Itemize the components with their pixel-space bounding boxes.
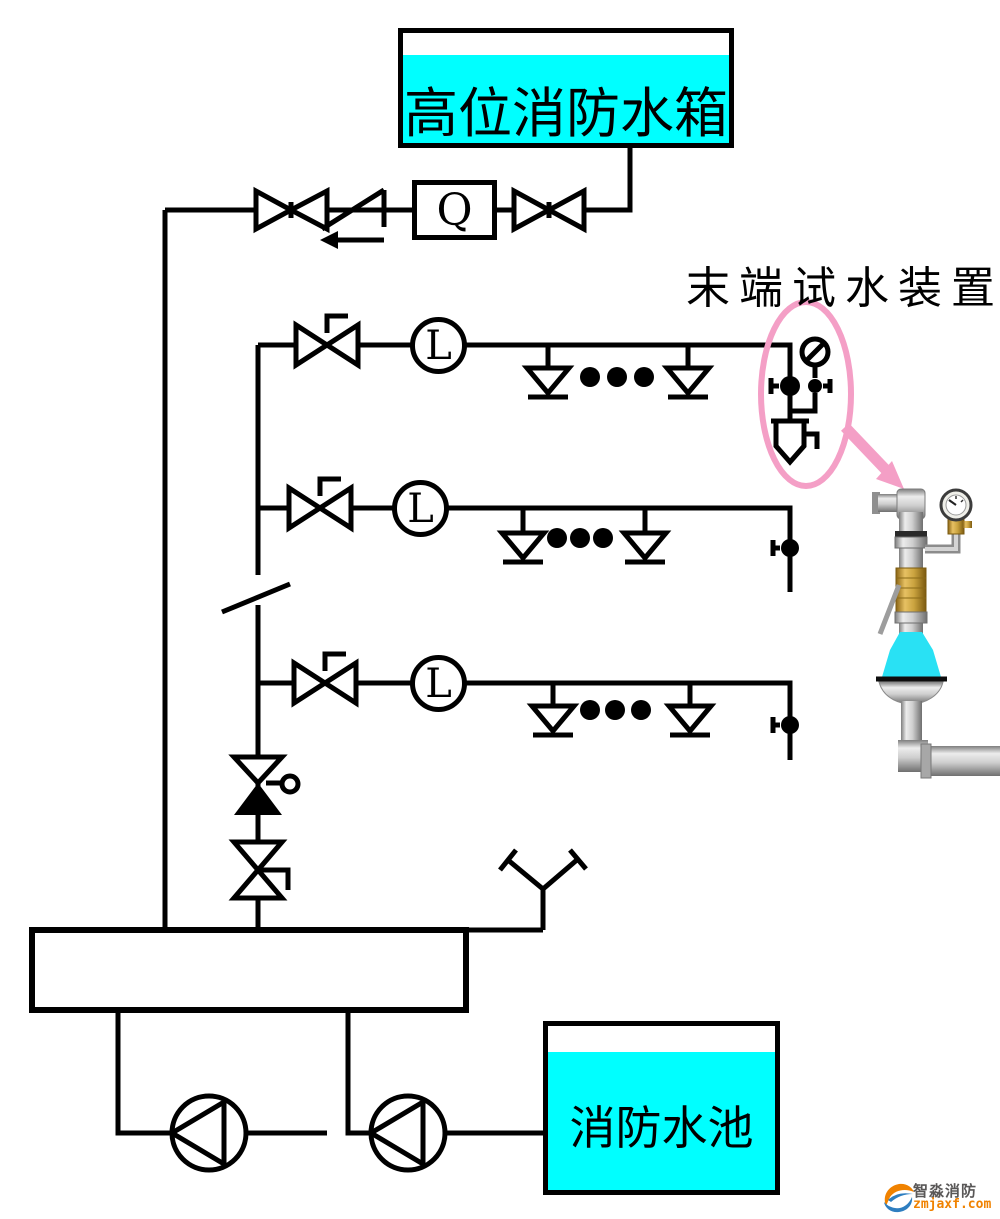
brass-valve-body [895, 567, 927, 613]
gate-valve-riser [228, 839, 291, 901]
sprinklers-branch-2 [496, 508, 672, 565]
signal-valve-branch-1 [293, 313, 361, 370]
drain-funnel [878, 681, 944, 705]
flow-indicator-label: L [425, 660, 452, 707]
pump-suction-pipes [115, 1010, 371, 1136]
watermark-logo [884, 1183, 914, 1213]
water-spray [882, 632, 941, 677]
sprinkler-dots-branch-1 [580, 367, 654, 387]
gauge-valve-icon [808, 379, 822, 393]
flow-indicator-branch-1: L [410, 317, 467, 374]
fdc-link-pipe [466, 888, 546, 933]
valve-lever [877, 584, 902, 635]
fire-pump-2 [366, 1093, 448, 1173]
fire-pool-label: 消防水池 [569, 1101, 754, 1155]
flow-indicator-branch-2: L [392, 480, 449, 537]
fire-dept-connection-icon [498, 848, 588, 891]
signal-valve-branch-3 [291, 651, 359, 708]
end-test-device-label: 末端试水装置 [686, 263, 1000, 314]
end-test-device-symbol [768, 336, 833, 466]
test-valve-branch-3 [770, 716, 799, 734]
sprinkler-dots-branch-2 [547, 528, 613, 548]
pointer-arrow [841, 423, 904, 489]
flow-indicator-branch-3: L [410, 655, 467, 712]
branch-1-pipe [258, 342, 793, 421]
test-valve-icon [780, 376, 800, 396]
flow-meter-box: Q [412, 180, 497, 240]
signal-valve-branch-2 [286, 476, 354, 533]
flow-meter-label: Q [436, 184, 473, 236]
high-tank-label: 高位消防水箱 [404, 82, 728, 145]
device-photo [872, 488, 1000, 779]
high-level-fire-tank: 高位消防水箱 [398, 28, 734, 148]
sprinkler-dots-branch-3 [580, 700, 651, 720]
test-outlet-funnel-icon [771, 418, 820, 466]
branch-3-pipe [258, 680, 793, 760]
alarm-check-valve [228, 754, 301, 815]
flow-indicator-label: L [425, 322, 452, 369]
watermark-brand: 智淼消防 [913, 1183, 978, 1200]
tank-water-fill [403, 55, 729, 143]
pump-header-manifold [29, 927, 469, 1013]
gate-valve-top-left [253, 186, 330, 234]
pipe-break-icon [221, 581, 291, 615]
sprinklers-branch-3 [526, 683, 717, 738]
pool-water-fill [548, 1052, 775, 1190]
gate-valve-top-right [511, 186, 587, 234]
fire-water-pool: 消防水池 [543, 1021, 780, 1195]
test-valve-branch-2 [770, 539, 799, 557]
check-valve-icon [320, 187, 387, 249]
tank-outlet-pipe [165, 148, 633, 213]
watermark-site: zmjaxf.com [913, 1197, 992, 1212]
sprinklers-branch-1 [521, 345, 715, 400]
fire-pump-1 [167, 1093, 249, 1173]
flow-indicator-label: L [407, 485, 434, 532]
highlight-ellipse [758, 299, 854, 489]
